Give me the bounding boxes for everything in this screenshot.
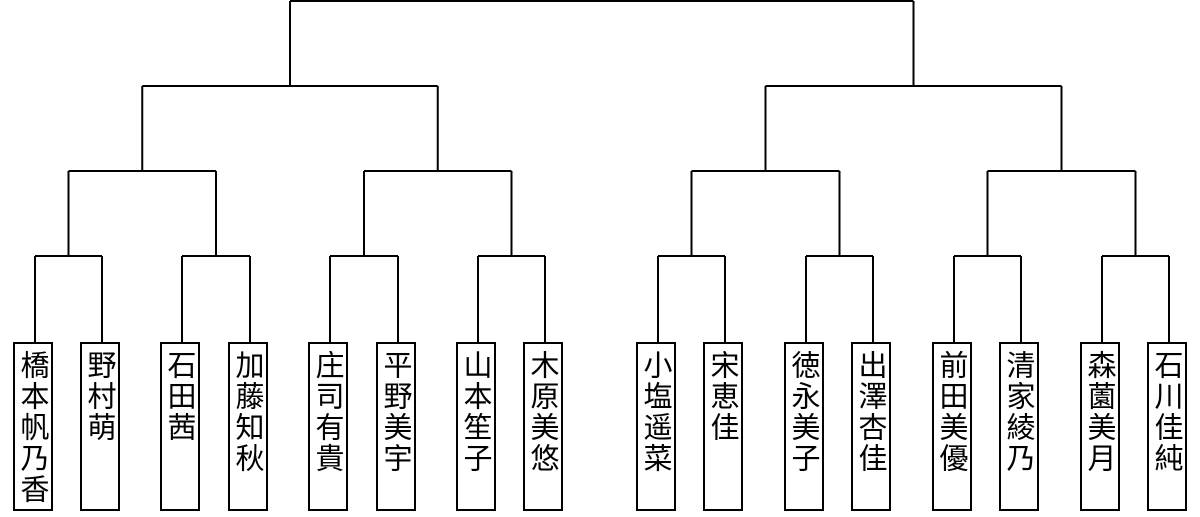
player-name: 平野美宇: [379, 350, 413, 474]
player-box: 木原美悠: [523, 342, 563, 511]
player-name: 出澤杏佳: [854, 350, 888, 474]
player-box: 清家綾乃: [999, 342, 1039, 511]
player-name: 木原美悠: [526, 350, 560, 474]
player-box: 庄司有貴: [308, 342, 348, 511]
player-name: 石川佳純: [1150, 350, 1184, 474]
player-name: 徳永美子: [787, 350, 821, 474]
player-name: 清家綾乃: [1002, 350, 1036, 474]
player-box: 橋本帆乃香: [13, 342, 53, 511]
player-name: 野村萌: [83, 350, 117, 443]
player-box: 石田茜: [160, 342, 200, 511]
player-name: 加藤知秋: [231, 350, 265, 474]
player-name: 森薗美月: [1083, 350, 1117, 474]
player-box: 徳永美子: [784, 342, 824, 511]
player-box: 森薗美月: [1080, 342, 1120, 511]
player-name: 山本笙子: [459, 350, 493, 474]
player-box: 宋恵佳: [703, 342, 743, 511]
player-box: 野村萌: [80, 342, 120, 511]
player-box: 石川佳純: [1147, 342, 1187, 511]
player-name: 前田美優: [935, 350, 969, 474]
player-box: 前田美優: [932, 342, 972, 511]
player-name: 石田茜: [163, 350, 197, 443]
player-name: 橋本帆乃香: [16, 350, 50, 505]
player-name: 小塩遥菜: [639, 350, 673, 474]
player-name: 宋恵佳: [706, 350, 740, 443]
player-box: 加藤知秋: [228, 342, 268, 511]
player-box: 出澤杏佳: [851, 342, 891, 511]
player-box: 小塩遥菜: [636, 342, 676, 511]
player-box: 平野美宇: [376, 342, 416, 511]
player-name: 庄司有貴: [311, 350, 345, 474]
player-box: 山本笙子: [456, 342, 496, 511]
